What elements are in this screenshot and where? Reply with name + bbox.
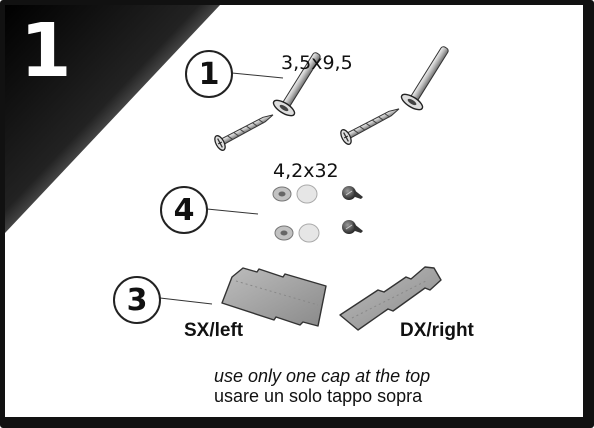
leader-line-screws [231, 72, 284, 79]
screw-icon [340, 108, 400, 145]
fitting-size-label: 4,2x32 [273, 160, 339, 182]
callout-fittings: 4 [160, 186, 208, 234]
washer-icon [272, 186, 292, 202]
bolt-icon [272, 52, 321, 117]
end-cap-icon [339, 266, 442, 331]
left-cap-label: SX/left [184, 320, 244, 341]
leader-line-caps [159, 297, 213, 305]
step-number: 1 [20, 8, 72, 94]
wall-anchor-icon [342, 220, 363, 234]
washer-icon [274, 225, 294, 241]
callout-screws: 1 [185, 50, 233, 98]
end-cap-icon [221, 267, 327, 327]
callout-caps: 3 [113, 276, 161, 324]
cap-plug-icon [296, 184, 318, 204]
screw-size-label: 3,5x9,5 [281, 52, 353, 74]
wall-anchor-icon [342, 186, 363, 200]
note-italian: usare un solo tappo sopra [214, 386, 423, 406]
bolt-icon [400, 46, 449, 111]
right-cap-label: DX/right [400, 320, 474, 341]
note-english: use only one cap at the top [214, 366, 431, 386]
screw-icon [214, 114, 274, 151]
cap-plug-icon [298, 223, 320, 243]
corner-shade [5, 5, 220, 233]
leader-line-fittings [206, 208, 259, 215]
